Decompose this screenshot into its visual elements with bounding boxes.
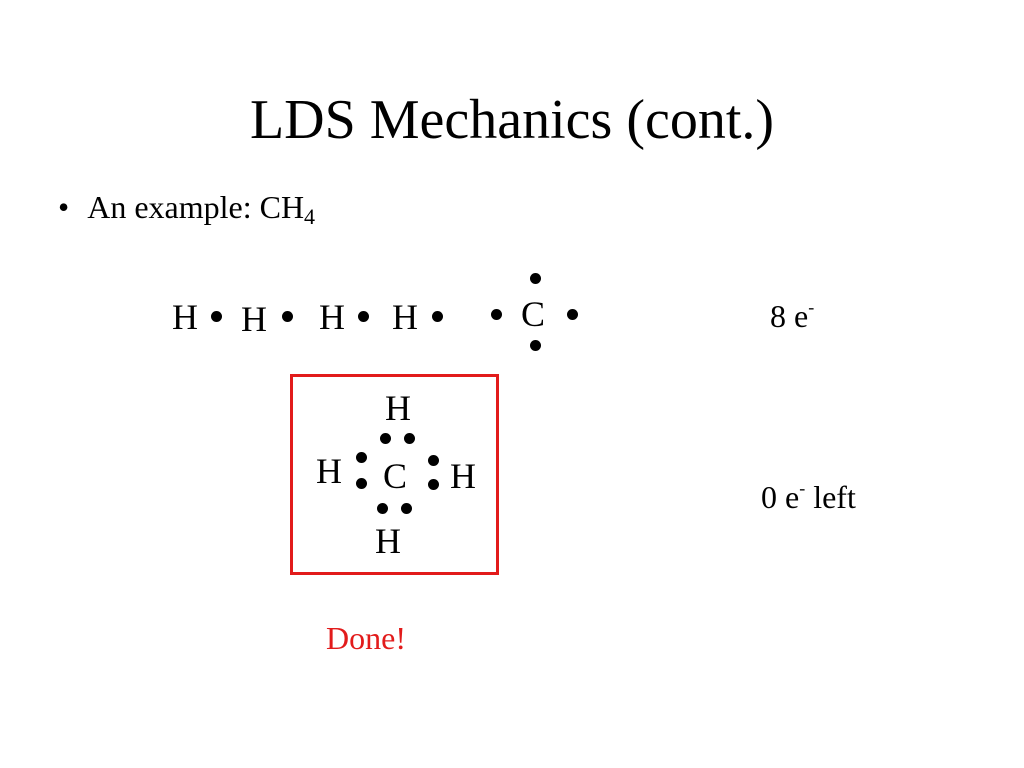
structure-right-hydrogen: H (450, 456, 476, 496)
bullet-text: An example: CH (87, 189, 305, 225)
electron-count-superscript: - (808, 297, 815, 317)
electron-dot (530, 273, 541, 284)
slide-title: LDS Mechanics (cont.) (249, 89, 775, 151)
bullet-item: • An example: CH4 (58, 191, 315, 228)
electron-dot (567, 309, 578, 320)
electron-count: 8 e- (770, 298, 814, 332)
electron-dot (282, 311, 293, 322)
answer-box (290, 374, 499, 575)
electron-dot (401, 503, 412, 514)
structure-top-hydrogen: H (385, 388, 411, 428)
remaining-electrons: 0 e- left (761, 479, 856, 513)
electron-dot (404, 433, 415, 444)
electron-dot (380, 433, 391, 444)
structure-bottom-hydrogen: H (375, 521, 401, 561)
hydrogen-atom-4: H (392, 297, 418, 337)
electron-dot (211, 311, 222, 322)
remaining-superscript: - (799, 478, 806, 498)
electron-dot (432, 311, 443, 322)
electron-dot (356, 478, 367, 489)
electron-dot (428, 479, 439, 490)
done-label: Done! (326, 620, 406, 656)
electron-dot (491, 309, 502, 320)
electron-dot (377, 503, 388, 514)
structure-left-hydrogen: H (316, 451, 342, 491)
electron-count-value: 8 e (770, 298, 809, 334)
remaining-value: 0 e (761, 479, 800, 515)
carbon-atom: C (521, 294, 546, 334)
remaining-suffix: left (805, 479, 856, 515)
structure-carbon: C (383, 456, 408, 496)
electron-dot (358, 311, 369, 322)
electron-dot (356, 452, 367, 463)
electron-dot (530, 340, 541, 351)
hydrogen-atom-3: H (319, 297, 345, 337)
bullet-icon: • (58, 189, 70, 225)
hydrogen-atom-1: H (172, 297, 198, 337)
hydrogen-atom-2: H (241, 299, 267, 339)
bullet-subscript: 4 (304, 204, 316, 229)
electron-dot (428, 455, 439, 466)
